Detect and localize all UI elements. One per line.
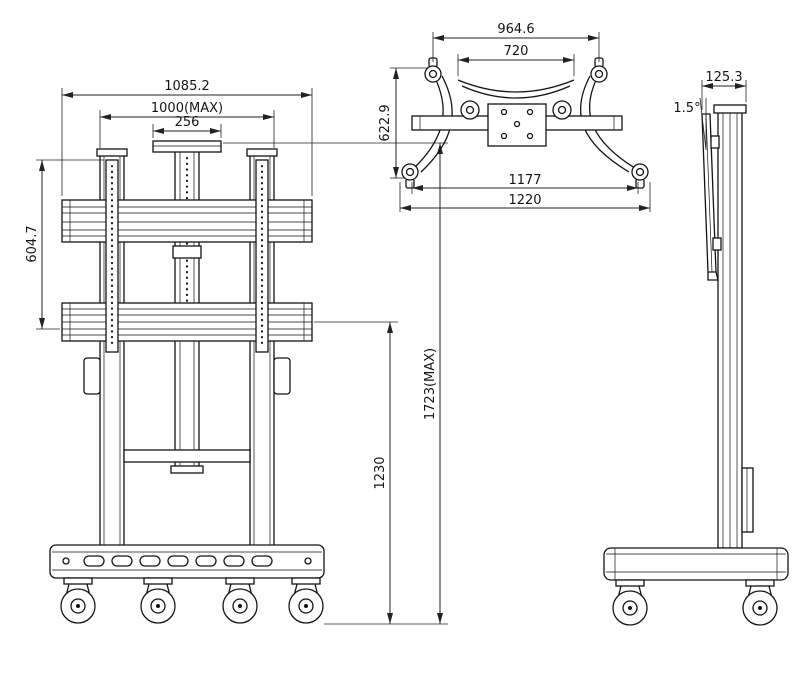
dim-label-side-depth: 125.3 [705,70,742,85]
mount-arm-upper [710,135,720,149]
screen-foot [707,271,719,281]
right-knob [552,100,572,120]
front-view: 1085.2 1000(MAX) 256 604.7 1230 [25,79,448,625]
lower-rail-hatch [62,303,312,341]
caster [222,577,258,624]
side-structure [603,104,789,626]
bracket-holes [500,108,534,140]
rear-housing [741,467,754,533]
dim-front-bracket-height: 604.7 [25,159,104,330]
dim-top-rear-caster-span: 1177 [411,173,639,194]
caster-bottom-right [631,163,649,189]
center-column-foot [170,465,204,474]
caster-bottom-left [401,163,419,189]
top-view: 964.6 720 622.9 1177 1220 [378,22,651,212]
left-upright-cap [96,148,128,157]
dim-top-inner-bar-span: 720 [457,44,575,76]
dim-label-plate-width: 256 [175,115,200,130]
dim-front-plate-width: 256 [152,115,222,138]
dim-front-max-width: 1000(MAX) [99,101,275,148]
base-beam [49,544,325,579]
beam-end-lines [419,116,615,130]
side-column-lines [722,112,738,548]
left-handle [83,357,101,395]
right-upright-cap [246,148,278,157]
dim-label-front-caster-span: 964.6 [497,22,534,37]
base-beam-lines [52,551,322,571]
dim-label-max-width: 1000(MAX) [151,101,223,116]
right-handle [273,357,291,395]
side-caster-rear [742,579,778,626]
dim-front-overall-width: 1085.2 [61,79,313,196]
base-slots [62,555,312,567]
dim-label-tilt-angle: 1.5° [673,101,700,116]
front-casters [60,577,324,624]
side-column-cap [713,104,747,114]
caster [140,577,176,624]
side-view: 1.5° 125.3 [603,70,789,626]
dim-label-lower-rail-height: 1230 [373,456,388,489]
caster [60,577,96,624]
screen-plate-line [705,113,713,273]
dim-label-overall-width: 1085.2 [164,79,210,94]
dim-label-max-height: 1723(MAX) [423,348,438,420]
column-mount-bracket [487,103,547,147]
side-base-lines [606,548,786,580]
left-bracket-strip [105,159,119,353]
upper-rail-hatch [62,200,312,242]
front-structure [49,140,325,624]
lower-crossbar [123,449,251,463]
side-base [603,547,789,581]
dim-label-inner-bar-span: 720 [504,44,529,59]
bow-bar [457,79,575,99]
dim-label-rear-caster-span: 1177 [508,173,541,188]
dim-top-overall-width: 1220 [399,182,651,212]
center-clamp [172,245,202,259]
dim-label-top-overall-width: 1220 [508,193,541,208]
top-structure [401,57,649,189]
dim-label-top-depth: 622.9 [378,104,393,141]
dim-label-bracket-height: 604.7 [25,225,40,262]
dim-top-depth: 622.9 [378,67,427,179]
side-caster-front [612,579,648,626]
caster [288,577,324,624]
mount-arm-lower [712,237,722,251]
dim-front-lower-rail-height: 1230 [314,321,398,624]
dim-top-front-caster-span: 964.6 [432,22,600,62]
right-bracket-strip [255,159,269,353]
dim-front-max-height: 1723(MAX) [223,142,448,625]
left-knob [460,100,480,120]
top-plate [152,140,222,153]
annotation-tilt-angle: 1.5° [673,97,707,151]
dim-side-depth: 125.3 [701,70,747,110]
